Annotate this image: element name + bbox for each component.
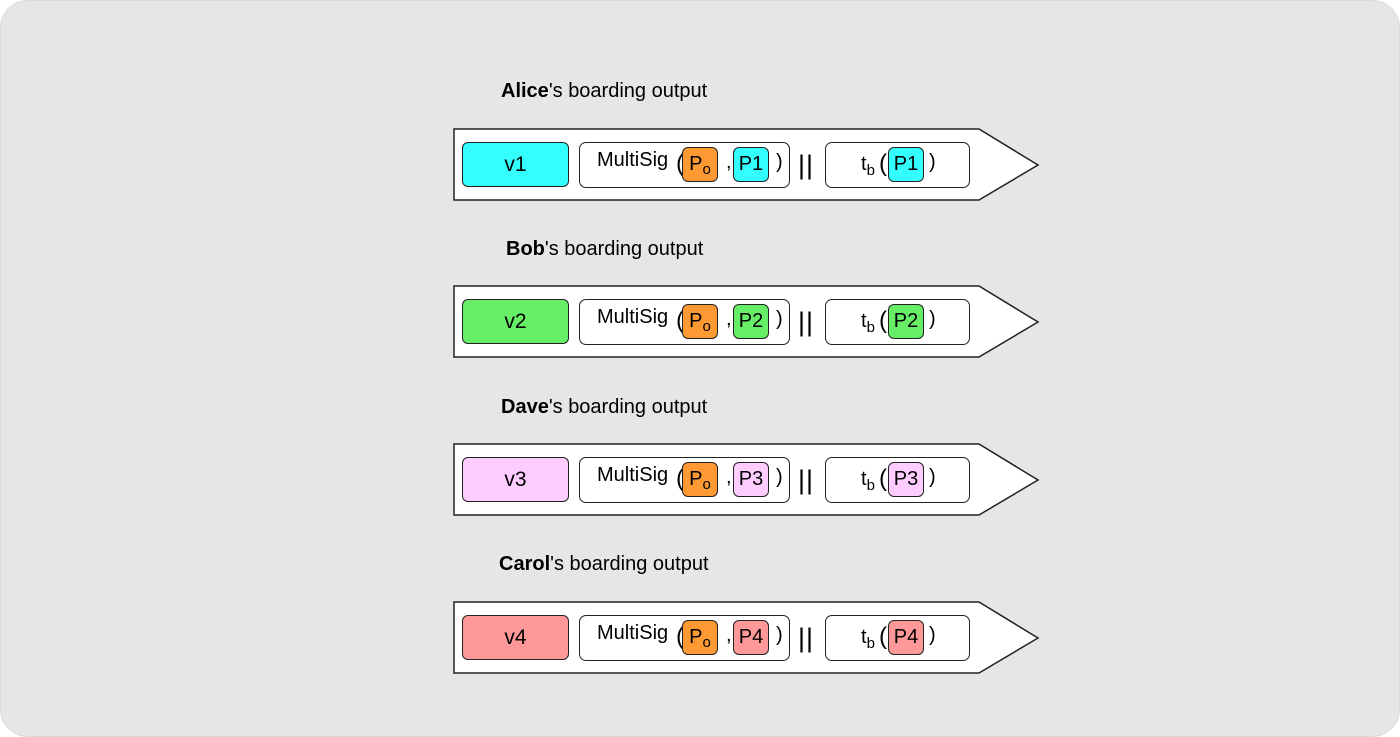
timelock-label: tb <box>861 468 875 494</box>
comma: , <box>726 624 732 646</box>
timelock-script: tb ( P3 ) <box>825 457 970 503</box>
output-caption: Dave's boarding output <box>501 396 707 419</box>
close-paren: ) <box>776 466 783 488</box>
timelock-script: tb ( P2 ) <box>825 299 970 345</box>
user-key: P4 <box>888 620 924 655</box>
open-paren: ( <box>676 307 684 334</box>
timelock-label: tb <box>861 153 875 179</box>
operator-key-letter: P <box>689 626 703 648</box>
close-paren: ) <box>776 151 783 173</box>
or-separator: || <box>798 465 815 495</box>
output-caption: Alice's boarding output <box>501 80 707 103</box>
or-separator: || <box>798 307 815 337</box>
amount-box: v4 <box>462 615 569 660</box>
close-paren: ) <box>929 308 936 330</box>
open-paren: ( <box>676 465 684 492</box>
timelock-script: tb ( P1 ) <box>825 142 970 188</box>
caption-suffix: 's boarding output <box>548 396 708 418</box>
open-paren: ( <box>879 623 887 650</box>
multisig-label: MultiSig <box>597 149 669 171</box>
close-paren: ) <box>929 151 936 173</box>
output-caption: Carol's boarding output <box>499 553 709 576</box>
comma: , <box>726 151 732 173</box>
open-paren: ( <box>879 150 887 177</box>
user-key: P3 <box>888 462 924 497</box>
multisig-label: MultiSig <box>597 306 669 328</box>
amount-box: v3 <box>462 457 569 502</box>
multisig-label: MultiSig <box>597 464 669 486</box>
output-caption: Bob's boarding output <box>506 238 703 261</box>
owner-name: Carol <box>499 553 551 575</box>
multisig-label: MultiSig <box>597 622 669 644</box>
timelock-label: tb <box>861 626 875 652</box>
owner-name: Bob <box>506 238 545 260</box>
amount-box: v1 <box>462 142 569 187</box>
open-paren: ( <box>676 623 684 650</box>
operator-key-letter: P <box>689 468 703 490</box>
caption-suffix: 's boarding output <box>550 553 709 575</box>
operator-key-letter: P <box>689 310 703 332</box>
user-key: P1 <box>733 147 769 182</box>
caption-suffix: 's boarding output <box>544 238 704 260</box>
user-key: P2 <box>888 304 924 339</box>
close-paren: ) <box>929 624 936 646</box>
owner-name: Dave <box>501 396 549 418</box>
operator-key-sub: o <box>702 318 711 335</box>
user-key: P3 <box>733 462 769 497</box>
operator-key-sub: o <box>702 476 711 493</box>
amount-box: v2 <box>462 299 569 344</box>
open-paren: ( <box>879 307 887 334</box>
comma: , <box>726 308 732 330</box>
close-paren: ) <box>929 466 936 488</box>
open-paren: ( <box>676 150 684 177</box>
caption-suffix: 's boarding output <box>548 80 708 102</box>
or-separator: || <box>798 623 815 653</box>
close-paren: ) <box>776 624 783 646</box>
timelock-script: tb ( P4 ) <box>825 615 970 661</box>
comma: , <box>726 466 732 488</box>
user-key: P1 <box>888 147 924 182</box>
or-separator: || <box>798 150 815 180</box>
user-key: P2 <box>733 304 769 339</box>
user-key: P4 <box>733 620 769 655</box>
operator-key-letter: P <box>689 153 703 175</box>
owner-name: Alice <box>501 80 549 102</box>
operator-key-sub: o <box>702 634 711 651</box>
open-paren: ( <box>879 465 887 492</box>
close-paren: ) <box>776 308 783 330</box>
operator-key-sub: o <box>702 161 711 178</box>
timelock-label: tb <box>861 310 875 336</box>
